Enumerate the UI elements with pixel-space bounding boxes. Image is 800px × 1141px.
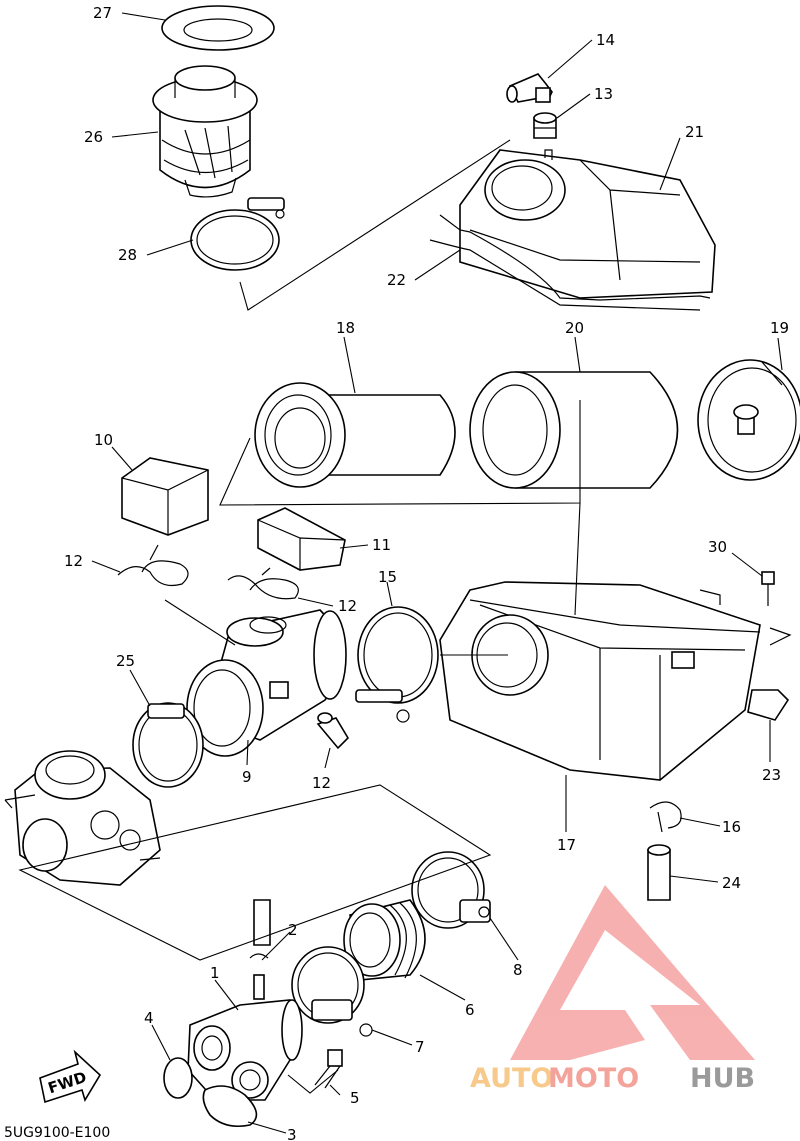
part-5-bolt — [314, 1049, 343, 1089]
callout-2: 2 — [288, 921, 298, 939]
callout-29: 28 — [118, 246, 137, 264]
diagram-code: 5UG9100-E100 — [4, 1125, 110, 1141]
callout-21: 20 — [565, 319, 584, 337]
callout-14: 13 — [594, 85, 613, 103]
callout-5: 5 — [350, 1089, 360, 1107]
fwd-direction-arrow: FWD — [39, 1049, 102, 1104]
carburetor — [4, 750, 161, 886]
part-1-manifold — [187, 974, 303, 1101]
callout-leaders — [91, 12, 783, 1134]
callout-12b: 12 — [338, 597, 357, 615]
part-23-seal-gasket — [429, 214, 711, 311]
part-9-joint — [186, 609, 347, 757]
watermark-hub: HUB — [690, 1063, 755, 1094]
callout-22: 21 — [685, 123, 704, 141]
part-6-intake-rubber — [343, 899, 426, 981]
watermark-logo — [510, 885, 755, 1060]
watermark-text: AUTO MOTO HUB — [470, 1063, 755, 1094]
part-17-spring-clip — [649, 801, 682, 833]
watermark-auto: AUTO — [470, 1063, 553, 1094]
part-25-drain-tube — [647, 844, 671, 901]
part-24-clip — [747, 689, 790, 721]
callout-12a: 12 — [64, 552, 83, 570]
part-13-elbow — [316, 712, 350, 750]
watermark-moto: MOTO — [548, 1063, 639, 1094]
part-11-cap — [257, 507, 346, 571]
callout-6: 6 — [465, 1001, 475, 1019]
part-21-filter-element — [469, 371, 679, 489]
part-12-spring-clip-a — [117, 544, 189, 587]
part-19-filter-element — [254, 382, 456, 488]
callout-8: 8 — [513, 961, 523, 979]
part-7-clamp — [291, 946, 373, 1037]
callout-9: 9 — [242, 768, 252, 786]
part-22-airbox-cover — [459, 149, 716, 299]
part-20-end-cap — [697, 359, 800, 481]
watermark-logo-mark — [510, 885, 755, 1060]
part-3-gasket — [202, 1085, 258, 1128]
part-8-clamp — [411, 851, 491, 929]
part-28-gasket-ring — [161, 5, 275, 51]
callout-18: 17 — [557, 836, 576, 854]
part-4-o-ring — [163, 1057, 193, 1099]
callout-28: 27 — [93, 4, 112, 22]
callout-30: 30 — [708, 538, 727, 556]
callout-11: 11 — [372, 536, 391, 554]
part-2-pin — [249, 899, 271, 959]
part-26-clamp — [132, 702, 204, 788]
callout-20: 19 — [770, 319, 789, 337]
callout-25: 24 — [722, 874, 741, 892]
callout-13: 12 — [312, 774, 331, 792]
callout-4: 4 — [144, 1009, 154, 1027]
callout-numbers: 27 26 28 14 13 21 22 18 20 19 10 11 12 1… — [64, 4, 789, 1141]
part-10-foam-block — [121, 457, 209, 536]
callout-19: 18 — [336, 319, 355, 337]
assembly-lines — [18, 139, 581, 1094]
callout-26: 25 — [116, 652, 135, 670]
part-14-grommet — [533, 112, 557, 139]
callout-16: 15 — [378, 568, 397, 586]
callout-15: 14 — [596, 31, 615, 49]
part-30-screw — [761, 571, 775, 606]
callout-24: 23 — [762, 766, 781, 784]
part-12-spring-clip-b — [227, 567, 299, 600]
callout-17: 16 — [722, 818, 741, 836]
part-16-clamp-band — [355, 606, 439, 723]
part-18-airbox — [439, 581, 792, 781]
callout-3: 3 — [287, 1126, 297, 1141]
part-15-elbow-fitting — [506, 73, 553, 103]
callout-23: 22 — [387, 271, 406, 289]
callout-1: 1 — [210, 964, 220, 982]
callout-7: 7 — [415, 1038, 425, 1056]
part-27-intake-duct — [152, 65, 258, 198]
part-29-hose-clamp — [190, 197, 285, 271]
callout-27: 26 — [84, 128, 103, 146]
callout-10: 10 — [94, 431, 113, 449]
